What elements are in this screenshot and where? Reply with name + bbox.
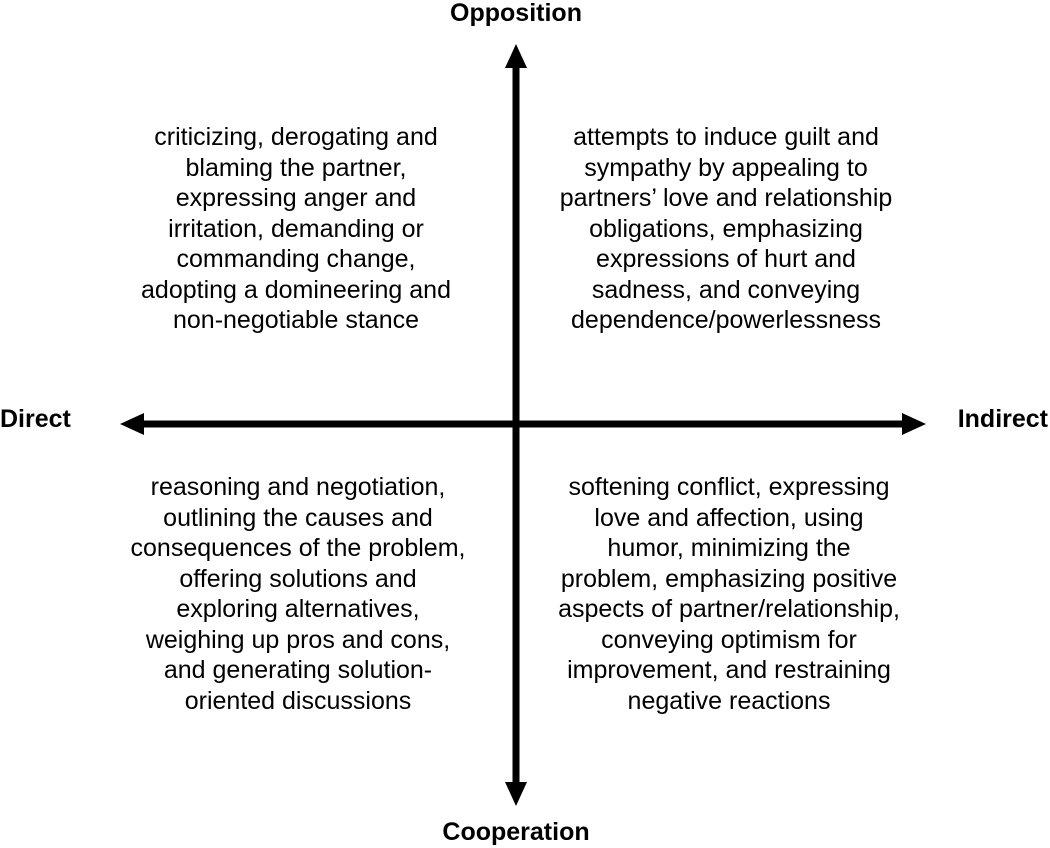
quadrant-line: humor, minimizing the — [607, 534, 851, 562]
quadrant-line: blaming the partner, — [185, 153, 407, 182]
quadrant-line: oriented discussions — [184, 686, 412, 715]
quadrant-line: adopting a domineering and — [141, 275, 451, 304]
quadrant-line: criticizing, derogating and — [154, 123, 438, 151]
quadrant-line: obligations, emphasizing — [589, 214, 863, 243]
quadrant-line: love and affection, using — [594, 503, 864, 532]
quadrant-line: expressions of hurt and — [596, 245, 856, 273]
quadrant-line: conveying optimism for — [601, 625, 857, 654]
quadrant-top-left: criticizing, derogating and blaming the … — [86, 122, 506, 336]
quadrant-bottom-left: reasoning and negotiation, outlining the… — [88, 472, 508, 716]
quadrant-line: irritation, demanding or — [168, 214, 424, 243]
quadrant-line: non-negotiable stance — [172, 306, 420, 334]
quadrant-line: outlining the causes and — [163, 503, 433, 532]
quadrant-line: problem, emphasizing positive — [560, 564, 898, 593]
quadrant-line: weighing up pros and cons, — [145, 625, 451, 654]
quadrant-line: softening conflict, expressing — [568, 473, 890, 501]
quadrant-line: partners’ love and relationship — [559, 184, 893, 212]
quadrant-line: and generating solution- — [163, 656, 433, 684]
quadrant-line: sympathy by appealing to — [584, 153, 868, 182]
axis-label-opposition: Opposition — [450, 0, 582, 27]
quadrant-line: commanding change, — [176, 245, 416, 273]
quadrant-line: negative reactions — [627, 686, 831, 715]
quadrant-line: dependence/powerlessness — [571, 306, 881, 334]
quadrant-line: offering solutions and — [179, 564, 417, 593]
quadrant-line: attempts to induce guilt and — [573, 123, 879, 151]
axis-label-indirect: Indirect — [957, 405, 1048, 433]
quadrant-line: exploring alternatives, — [176, 595, 420, 623]
quadrant-line: reasoning and negotiation, — [150, 473, 446, 501]
axis-label-cooperation: Cooperation — [442, 818, 590, 846]
quadrant-line: sadness, and conveying — [591, 275, 861, 304]
quadrant-line: improvement, and restraining — [567, 656, 891, 684]
horizontal-axis-arrow — [120, 413, 926, 435]
axis-label-direct: Direct — [0, 405, 71, 433]
quadrant-bottom-right: softening conflict, expressing love and … — [519, 472, 939, 716]
quadrant-line: consequences of the problem, — [130, 534, 466, 562]
quadrant-top-right: attempts to induce guilt and sympathy by… — [516, 122, 936, 336]
quadrant-line: expressing anger and — [175, 184, 417, 212]
quadrant-line: aspects of partner/relationship, — [558, 595, 900, 623]
